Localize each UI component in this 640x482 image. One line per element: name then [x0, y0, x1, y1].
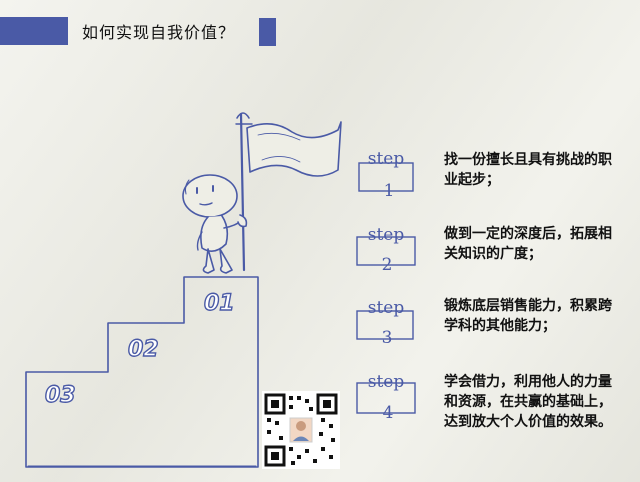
page-title: 如何实现自我价值？: [82, 23, 236, 42]
step-3-box: [356, 310, 414, 340]
stair-number-03: 03: [45, 383, 76, 408]
figure-head: [182, 174, 238, 218]
stair-number-02: 02: [128, 337, 159, 362]
step-4-description: 学会借力，利用他人的力量和资源，在共赢的基础上，达到放大个人价值的效果。: [444, 374, 612, 430]
step-4-box: [356, 382, 416, 414]
step-3-number: 3: [381, 328, 393, 348]
step-3-label: step: [367, 298, 405, 318]
title-accent-square: [259, 18, 276, 46]
title-accent-bar: [0, 17, 68, 45]
qr-code-icon: [262, 391, 340, 469]
step-2-box: [356, 236, 416, 266]
figure-body: [200, 215, 229, 252]
step-1-box: [358, 162, 414, 192]
step-4-number: 4: [382, 403, 394, 423]
stair-number-01: 01: [204, 291, 235, 316]
step-2-description: 做到一定的深度后，拓展相关知识的广度；: [444, 226, 612, 262]
staircase-outline: [25, 276, 259, 468]
step-4-label: step: [367, 372, 405, 392]
flag-pole: [239, 112, 246, 272]
step-2-number: 2: [381, 255, 393, 275]
step-1-number: 1: [383, 181, 395, 201]
step-1-description: 找一份擅长且具有挑战的职业起步；: [444, 152, 612, 188]
step-1-label: step: [367, 149, 405, 169]
step-2-label: step: [367, 225, 405, 245]
flag-icon: [246, 121, 342, 177]
step-3-description: 锻炼底层销售能力，积累跨学科的其他能力；: [444, 298, 612, 334]
